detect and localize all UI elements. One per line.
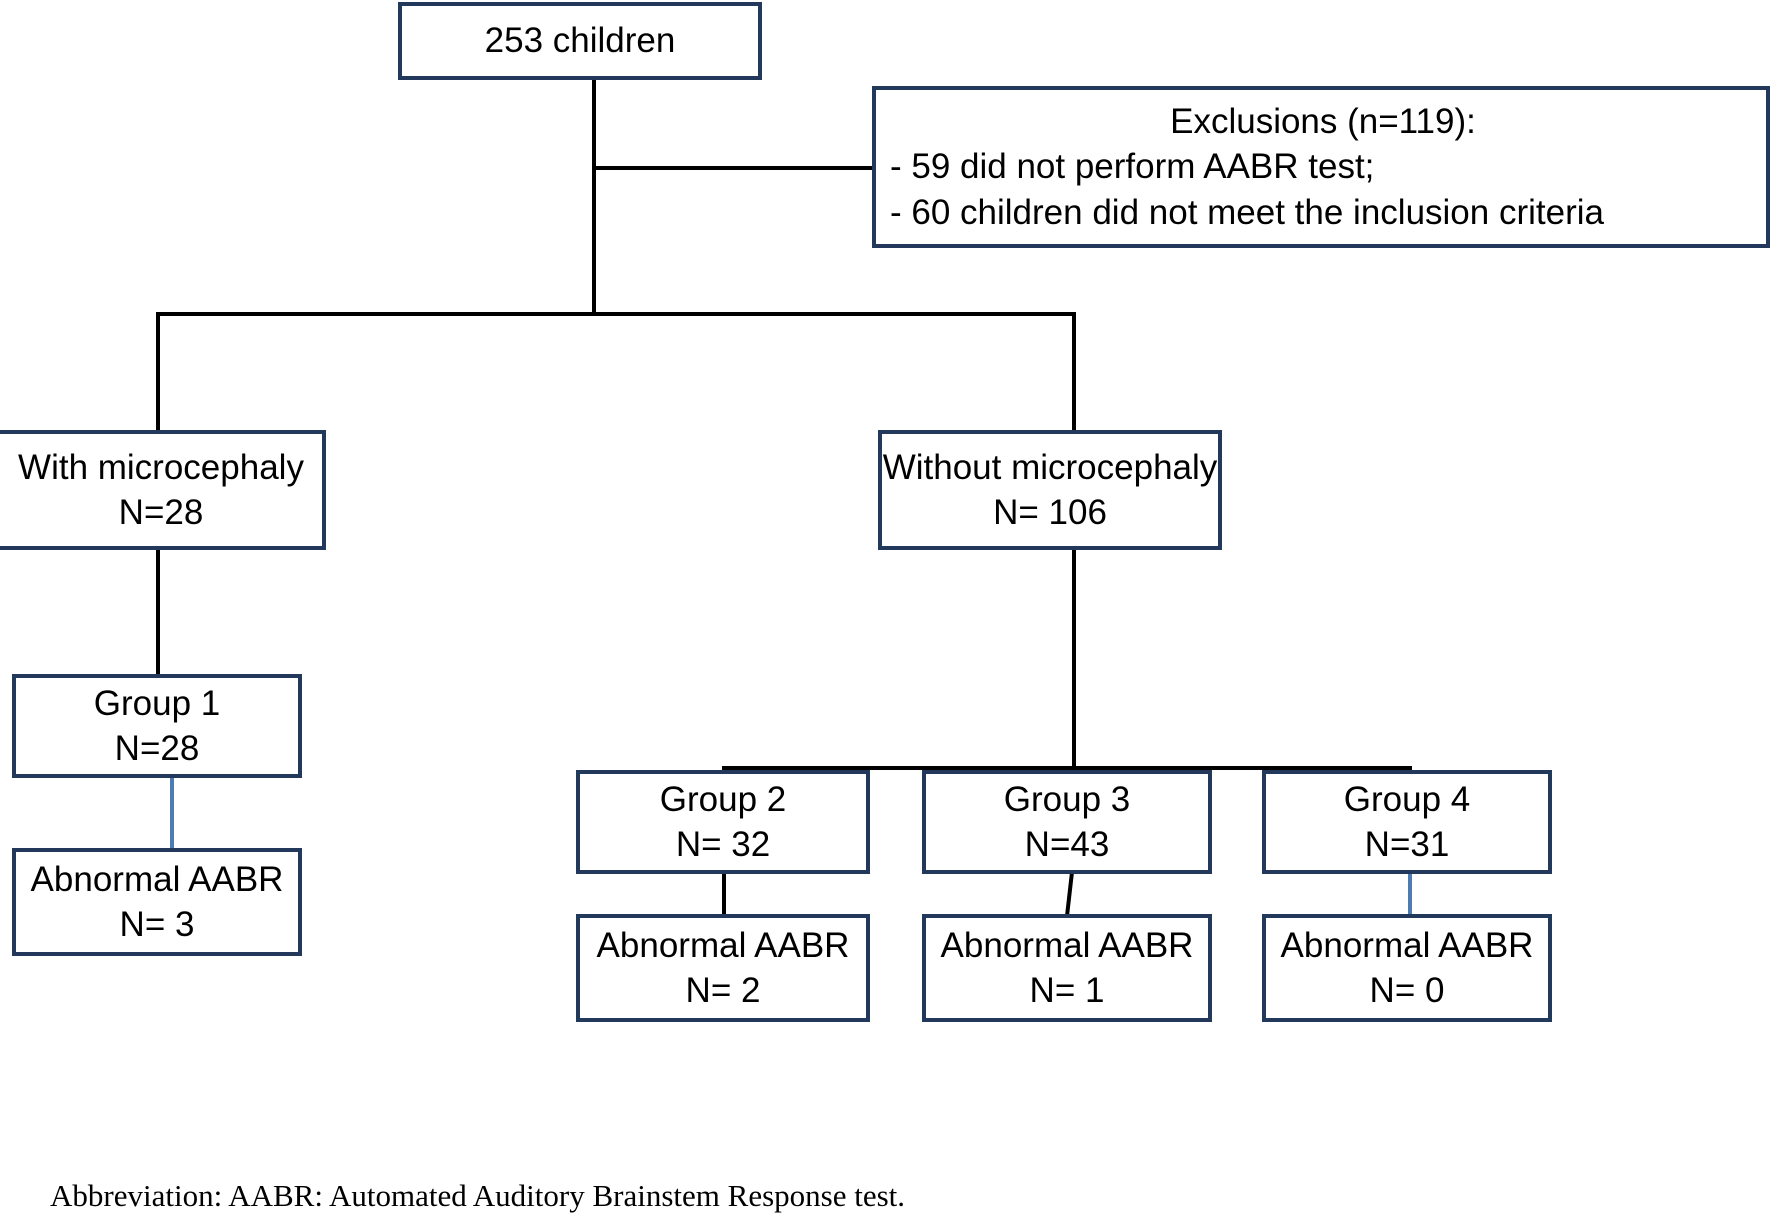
node-exclusions-line1: Exclusions (n=119):	[1170, 101, 1476, 141]
node-group1-line2: N=28	[114, 729, 200, 768]
node-with-microcephaly: With microcephaly N=28	[0, 430, 326, 550]
node-group3-line1: Group 3	[1003, 779, 1131, 819]
connector-without-microcephaly-drop	[1072, 312, 1076, 432]
node-group2-abnormal-aabr: Abnormal AABR N= 2	[576, 914, 870, 1022]
node-group2-line1: Group 2	[659, 779, 787, 819]
connector-exclusions-branch	[592, 166, 874, 170]
node-total-children-line1: 253 children	[484, 21, 676, 61]
connector-group1-to-abnormal	[170, 778, 174, 848]
node-group3-abnormal-aabr-line2: N= 1	[1029, 971, 1105, 1010]
node-group1-abnormal-aabr-line2: N= 3	[119, 905, 195, 944]
node-group2-line2: N= 32	[675, 825, 771, 864]
node-group3-abnormal-aabr-line1: Abnormal AABR	[940, 925, 1194, 965]
footnote-abbreviation: Abbreviation: AABR: Automated Auditory B…	[50, 1178, 906, 1213]
connector-group4-to-abnormal	[1408, 874, 1412, 914]
node-without-microcephaly-line2: N= 106	[993, 493, 1107, 532]
node-without-microcephaly-line1: Without microcephaly	[882, 447, 1218, 487]
connector-group3-to-abnormal	[1065, 872, 1074, 916]
node-exclusions-line2: - 59 did not perform AABR test;	[890, 147, 1375, 187]
connector-with-microcephaly-drop	[156, 312, 160, 432]
node-group3-line2: N=43	[1024, 825, 1110, 864]
node-group1-abnormal-aabr: Abnormal AABR N= 3	[12, 848, 302, 956]
node-group4: Group 4 N=31	[1262, 770, 1552, 874]
node-exclusions-line3: - 60 children did not meet the inclusion…	[890, 192, 1604, 232]
connector-microcephaly-split-bar	[156, 312, 1076, 316]
node-group3-abnormal-aabr: Abnormal AABR N= 1	[922, 914, 1212, 1022]
connector-without-microcephaly-trunk	[1072, 548, 1076, 770]
node-exclusions: Exclusions (n=119): - 59 did not perform…	[872, 86, 1770, 248]
node-group2-abnormal-aabr-line2: N= 2	[685, 971, 761, 1010]
node-without-microcephaly: Without microcephaly N= 106	[878, 430, 1222, 550]
node-group3: Group 3 N=43	[922, 770, 1212, 874]
node-group4-abnormal-aabr-line2: N= 0	[1369, 971, 1445, 1010]
node-group1-abnormal-aabr-line1: Abnormal AABR	[30, 859, 284, 899]
node-group4-abnormal-aabr-line1: Abnormal AABR	[1280, 925, 1534, 965]
node-group4-line2: N=31	[1364, 825, 1450, 864]
connector-group2-to-abnormal	[722, 874, 726, 914]
node-with-microcephaly-line1: With microcephaly	[18, 447, 304, 487]
node-total-children: 253 children	[398, 2, 762, 80]
connector-groups-split-bar	[722, 766, 1412, 770]
node-group1: Group 1 N=28	[12, 674, 302, 778]
node-group4-line1: Group 4	[1343, 779, 1471, 819]
node-with-microcephaly-line2: N=28	[118, 493, 204, 532]
node-group4-abnormal-aabr: Abnormal AABR N= 0	[1262, 914, 1552, 1022]
connector-with-microcephaly-to-group1	[156, 548, 160, 676]
node-group2: Group 2 N= 32	[576, 770, 870, 874]
node-group2-abnormal-aabr-line1: Abnormal AABR	[596, 925, 850, 965]
connector-total-trunk	[592, 78, 596, 314]
node-group1-line1: Group 1	[93, 683, 221, 723]
